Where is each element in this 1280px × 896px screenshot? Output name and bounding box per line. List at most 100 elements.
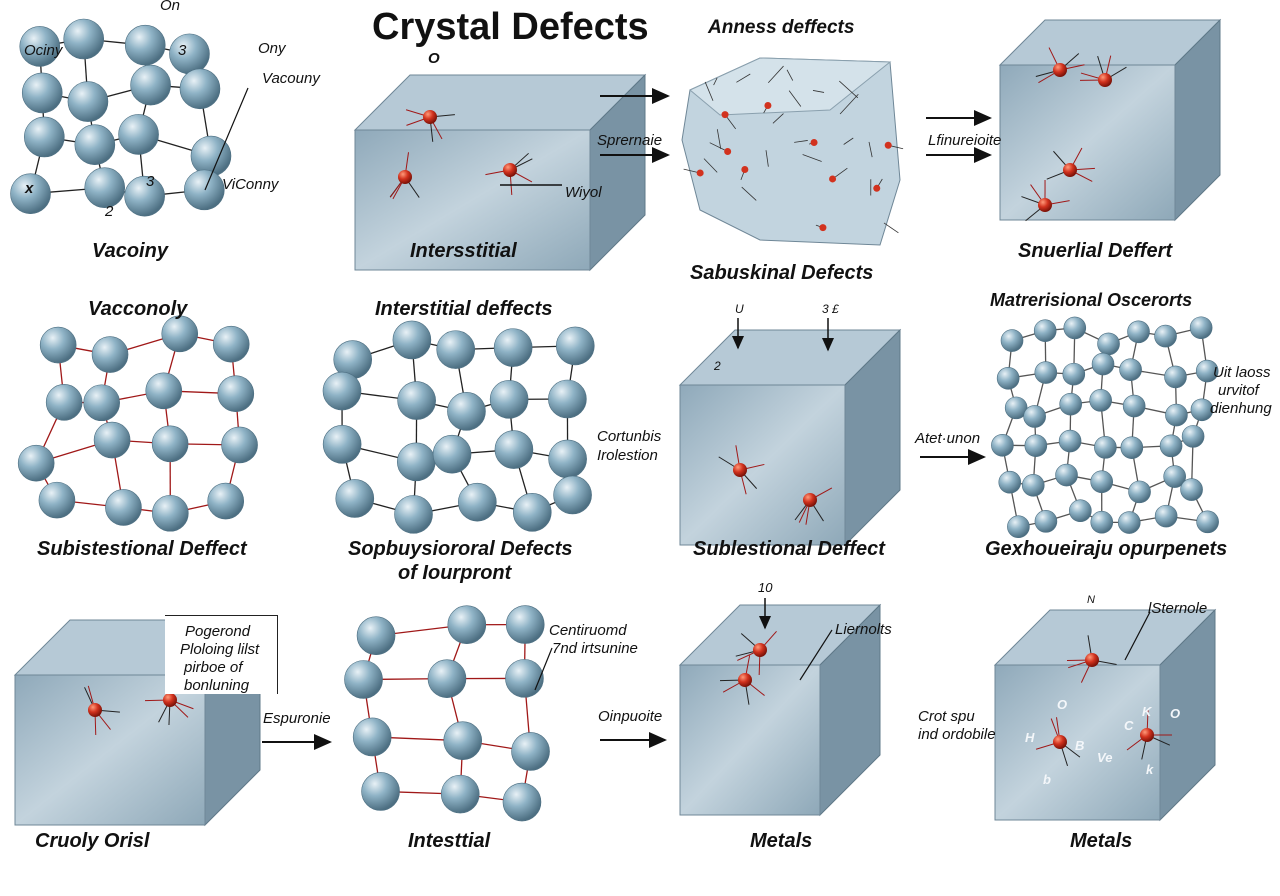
label: k: [1146, 762, 1154, 777]
label: 2: [105, 203, 114, 220]
atom-lattice: [322, 320, 595, 534]
label: O: [428, 50, 440, 67]
atom: [124, 24, 166, 66]
label: 3 £: [822, 302, 839, 316]
label: 3: [178, 42, 187, 59]
deformed-crystal: [681, 57, 904, 246]
atom: [512, 493, 552, 532]
atom-lattice: [991, 316, 1219, 539]
crystal-block: [993, 608, 1217, 822]
label: On: [160, 0, 181, 14]
defect-atom: [753, 643, 767, 657]
label: b: [1043, 772, 1051, 787]
crystal-block: [353, 73, 647, 272]
label: Centiruomd: [549, 622, 627, 639]
defect-atom: [803, 493, 817, 507]
defect-atom: [1098, 73, 1112, 87]
defect-atom: [1063, 163, 1077, 177]
atom: [1024, 434, 1048, 457]
label: Anness deffects: [708, 17, 855, 38]
atom: [10, 173, 51, 214]
atom: [553, 475, 592, 515]
callout-box: [165, 615, 278, 694]
atom: [1033, 319, 1057, 342]
atom: [161, 315, 199, 353]
atom: [118, 114, 159, 155]
atom: [1069, 499, 1092, 523]
atom: [335, 479, 375, 518]
defect-atom: [1053, 63, 1067, 77]
label: lSternole: [1148, 600, 1208, 617]
atom: [1090, 470, 1113, 493]
atom: [1154, 324, 1177, 348]
atom: [1165, 403, 1188, 427]
atom: [91, 336, 129, 373]
atom: [458, 482, 497, 522]
atom: [63, 18, 105, 60]
caption: Sopbuysiororal Defects: [348, 538, 573, 560]
label: Ociny: [24, 42, 63, 59]
label: 2: [714, 359, 721, 373]
caption: Sabuskinal Defects: [690, 262, 874, 284]
atom: [45, 384, 83, 421]
atom: [427, 659, 467, 698]
atom: [1090, 510, 1114, 534]
caption: Metals: [750, 830, 813, 852]
leader-line: [204, 87, 249, 191]
atom: [394, 495, 433, 534]
defect-atom: [423, 110, 437, 124]
atom: [19, 26, 61, 67]
caption: Metals: [1070, 830, 1133, 852]
atom: [548, 379, 587, 419]
label: Ony: [258, 40, 286, 57]
crystal-block: [998, 18, 1222, 222]
atom: [212, 325, 250, 363]
label: Liernolts: [835, 621, 892, 638]
atom: [1128, 480, 1151, 504]
atom: [1063, 316, 1087, 340]
label: Ploloing lilst: [180, 641, 260, 658]
atom: [493, 328, 533, 367]
atom: [440, 774, 480, 814]
defect-atom: [163, 693, 177, 707]
label: ViConny: [222, 176, 279, 193]
atom: [93, 421, 131, 459]
defect-atom: [733, 463, 747, 477]
atom: [1062, 362, 1086, 386]
defect-atom: [1053, 735, 1067, 749]
atom: [1089, 389, 1112, 412]
atom: [1119, 358, 1142, 381]
label: O: [1170, 706, 1181, 721]
leader-line: [799, 629, 833, 681]
atom: [74, 124, 116, 166]
label: Vacouny: [262, 70, 320, 87]
atom: [392, 320, 432, 360]
atom: [1097, 332, 1120, 356]
atom: [489, 380, 529, 419]
caption: of Iourpront: [398, 562, 512, 584]
atom: [183, 169, 225, 211]
label: Sprernaie: [597, 132, 663, 149]
atom: [1180, 478, 1203, 501]
caption: Subistestional Deffect: [37, 538, 247, 560]
atom: [1122, 394, 1146, 418]
label: H: [1025, 730, 1035, 745]
caption: Cruoly Orisl: [35, 830, 150, 852]
caption: Gexhoueiraju opurpenets: [985, 538, 1228, 560]
atom: [996, 366, 1020, 390]
atom: [511, 732, 550, 771]
page-title: Crystal Defects: [372, 6, 649, 48]
atom: [38, 481, 76, 519]
atom: [217, 375, 255, 413]
atom: [447, 392, 486, 431]
atom: [179, 68, 221, 110]
label: Matrerisional Oscerorts: [990, 290, 1193, 310]
label: urvitof: [1218, 382, 1259, 399]
label: Ve: [1097, 750, 1113, 765]
atom: [991, 433, 1014, 457]
atom-lattice: [10, 18, 232, 217]
atom: [548, 439, 587, 479]
atom: [1120, 436, 1144, 459]
label: Interstitial deffects: [375, 298, 553, 320]
